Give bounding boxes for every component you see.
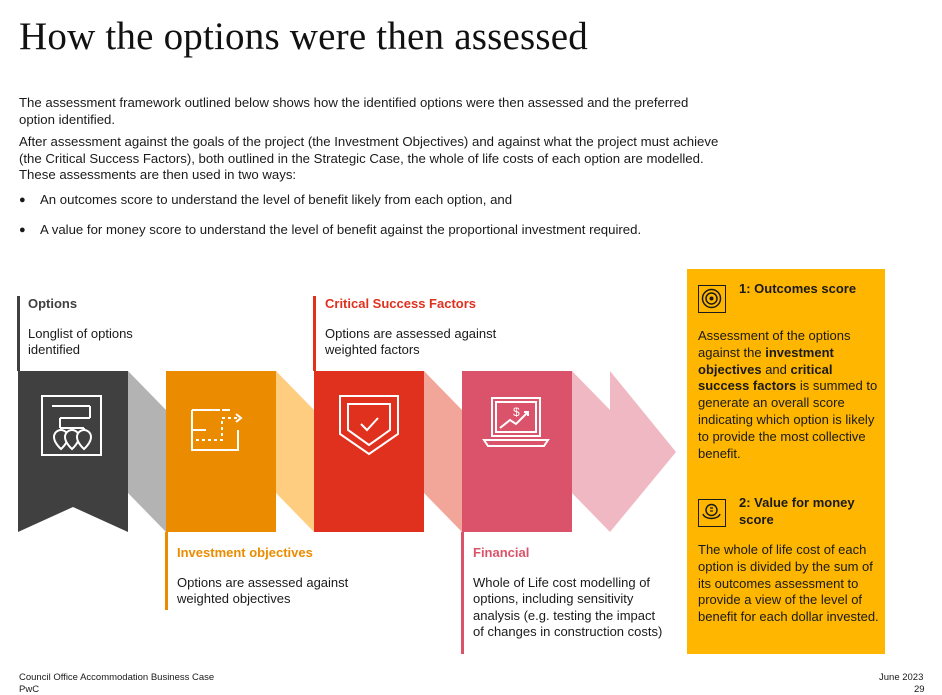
connector-2 — [276, 371, 314, 532]
stage-investment-head: Investment objectives — [177, 545, 313, 560]
score1-bold-part: investment objectives — [698, 344, 834, 377]
bullet-item: An outcomes score to understand the leve… — [19, 192, 719, 209]
stage-csf-text: Options are assessed against weighted fa… — [325, 325, 497, 358]
footer-date: June 2023 — [879, 672, 924, 683]
floorplan-icon — [191, 409, 243, 451]
stage-investment-text: Options are assessed against weighted ob… — [177, 574, 349, 607]
connector-3 — [424, 371, 462, 532]
intro-paragraph-2: After assessment against the goals of th… — [19, 134, 719, 182]
score1-text-part: Assessment of the options against the — [698, 328, 851, 360]
connector-1 — [128, 371, 166, 532]
score-panel: 1: Outcomes score Assessment of the opti… — [687, 269, 885, 654]
stage-financial-label: Financial Whole of Life cost modelling o… — [464, 545, 663, 641]
score2-title: 2: Value for money score — [739, 495, 855, 527]
footer-page-number: 29 — [914, 684, 925, 695]
stage-financial-text: Whole of Life cost modelling of options,… — [473, 574, 663, 640]
connector-4 — [572, 371, 610, 532]
score2-text: The whole of life cost of each option is… — [698, 542, 879, 625]
final-chevron — [610, 371, 676, 532]
target-icon — [698, 285, 726, 313]
footer-document-title: Council Office Accommodation Business Ca… — [19, 672, 215, 683]
stage-investment-shape — [166, 371, 276, 532]
bullet-list: An outcomes score to understand the leve… — [19, 192, 719, 239]
options-line — [17, 296, 20, 371]
footer-company: PwC — [19, 684, 40, 695]
stage-options-label: Options Longlist of options identified — [19, 296, 158, 359]
shield-check-icon — [339, 395, 399, 456]
intro-paragraph-1: The assessment framework outlined below … — [19, 95, 689, 127]
stage-csf-shape — [314, 371, 424, 532]
score1-text-part: and — [761, 361, 791, 377]
stage-csf-head: Critical Success Factors — [325, 296, 477, 311]
laptop-finance-icon: $ — [482, 397, 550, 447]
score1-bold-part: critical success factors — [698, 361, 833, 394]
stage-options-head: Options — [28, 296, 78, 311]
stage-investment-label: Investment objectives Options are assess… — [168, 545, 367, 608]
money-hand-icon — [698, 499, 726, 527]
score1-title: 1: Outcomes score — [739, 281, 857, 296]
stage-financial-shape — [462, 371, 572, 532]
stage-csf-label: Critical Success Factors Options are ass… — [316, 296, 525, 359]
stage-options-text: Longlist of options identified — [28, 325, 133, 358]
csf-line — [313, 296, 316, 371]
intro-text: The assessment framework outlined below … — [19, 95, 719, 253]
score1-text: Assessment of the options against the in… — [698, 328, 880, 462]
map-route-icon — [41, 395, 102, 456]
investment-line — [165, 532, 168, 610]
financial-line — [461, 532, 464, 654]
page-title: How the options were then assessed — [19, 15, 588, 58]
stage-financial-head: Financial — [473, 545, 530, 560]
bullet-item: A value for money score to understand th… — [19, 222, 719, 239]
score1-text-part: is summed to generate an overall score i… — [698, 378, 878, 461]
svg-text:$: $ — [513, 405, 520, 419]
